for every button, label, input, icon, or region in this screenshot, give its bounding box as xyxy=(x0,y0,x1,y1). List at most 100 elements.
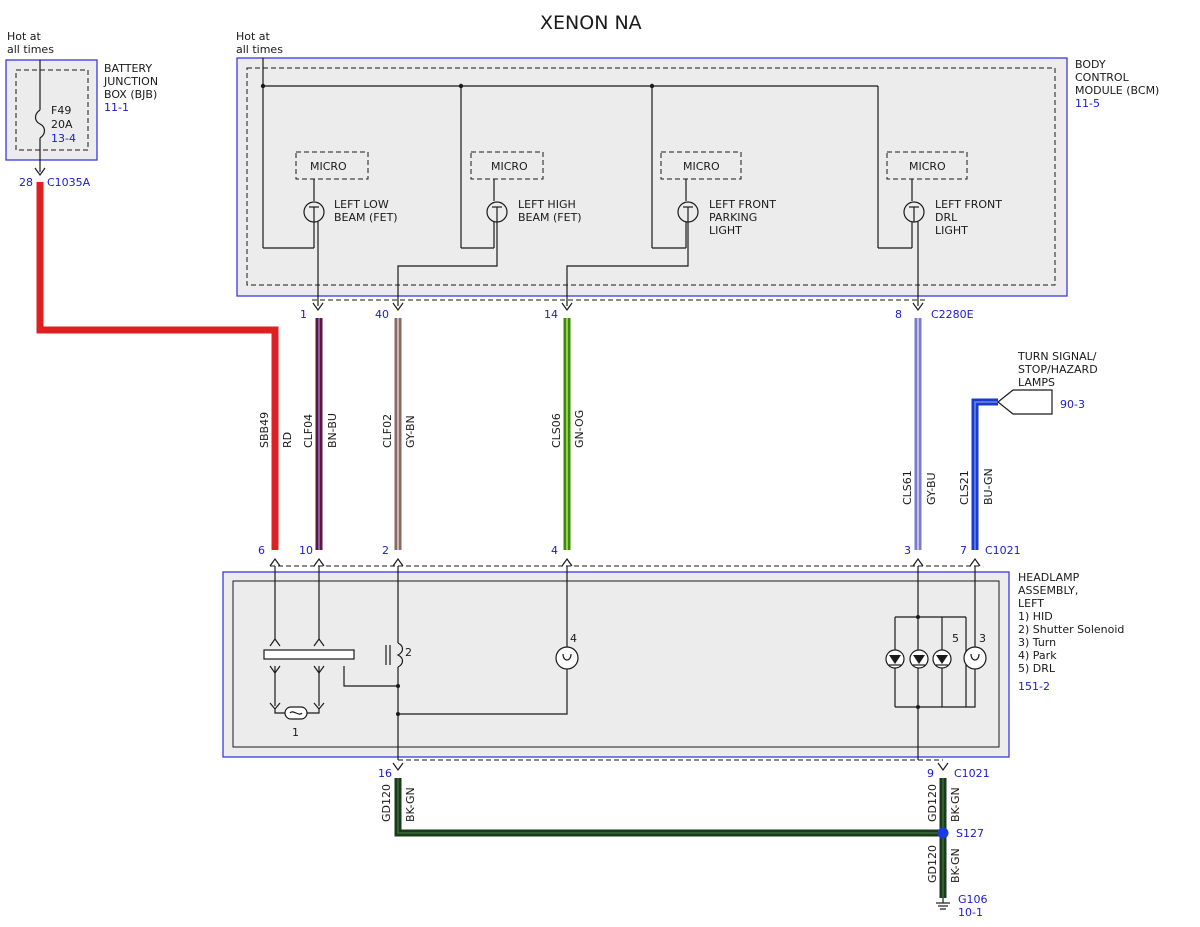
wire-sbb49-circuit: SBB49 xyxy=(258,412,271,448)
output-label-1a: LEFT LOW xyxy=(334,198,389,211)
led-icon xyxy=(885,649,905,669)
turn-number: 3 xyxy=(979,632,986,645)
fuse-symbol xyxy=(34,109,46,139)
ground-wire-3-circuit: GD120 xyxy=(926,845,939,883)
fuse-ref: 13-4 xyxy=(51,132,76,145)
headlamp-inner xyxy=(232,580,1000,748)
micro-box-4 xyxy=(886,151,968,180)
turn-signal-connector: TURN SIGNAL/ STOP/HAZARD LAMPS 90-3 xyxy=(997,350,1098,415)
bjb-ref: 11-1 xyxy=(104,101,129,114)
hid-ballast: 1 xyxy=(263,566,355,739)
bjb-name-2: JUNCTION xyxy=(103,75,158,88)
turn-lamp-icon xyxy=(963,646,987,670)
bcm-hot-line-2: all times xyxy=(236,43,283,56)
ground-wire-2-circuit: GD120 xyxy=(926,784,939,822)
hid-number: 1 xyxy=(292,726,299,739)
legend-item-5: 5) DRL xyxy=(1018,662,1056,675)
headlamp-assembly: 1 2 4 xyxy=(222,566,1124,760)
park-lamp-icon xyxy=(555,646,579,670)
diagram-title: XENON NA xyxy=(540,12,642,34)
ground-symbol-icon xyxy=(936,898,950,910)
park-lamp: 4 xyxy=(398,566,579,715)
wire-clf04-circuit: CLF04 xyxy=(302,414,315,448)
wire-cls21-color: BU-GN xyxy=(982,468,995,505)
ground-wire-3-color: BK-GN xyxy=(949,848,962,883)
bcm-name-3: MODULE (BCM) xyxy=(1075,84,1159,97)
hl-top-connector-id: C1021 xyxy=(985,544,1021,557)
wire-clf02-circuit: CLF02 xyxy=(381,414,394,448)
wire-cls21: CLS21 BU-GN xyxy=(958,398,998,550)
headlamp-ref: 151-2 xyxy=(1018,680,1050,693)
bcm-pin-40: 40 xyxy=(375,308,389,321)
bcm-ref: 11-5 xyxy=(1075,97,1100,110)
splice-id: S127 xyxy=(956,827,984,840)
ground-ref: 10-1 xyxy=(958,906,983,919)
hl-pin-4: 4 xyxy=(551,544,558,557)
wire-cls06: CLS06 GN-OG xyxy=(550,318,586,550)
legend-item-4: 4) Park xyxy=(1018,649,1057,662)
bjb-name-3: BOX (BJB) xyxy=(104,88,157,101)
splice-dot xyxy=(937,827,949,839)
headlamp-legend: HEADLAMP ASSEMBLY, LEFT 1) HID 2) Shutte… xyxy=(1018,571,1124,693)
battery-junction-box: Hot at all times F49 20A 13-4 BATTERY JU… xyxy=(5,30,158,189)
output-label-4c: LIGHT xyxy=(935,224,968,237)
wire-cls61-circuit: CLS61 xyxy=(901,470,914,505)
turn-signal-label-2: STOP/HAZARD xyxy=(1018,363,1098,376)
output-label-4b: DRL xyxy=(935,211,958,224)
bcm-pin-14: 14 xyxy=(544,308,558,321)
micro-box-1 xyxy=(295,151,369,180)
output-label-1b: BEAM (FET) xyxy=(334,211,398,224)
output-label-2a: LEFT HIGH xyxy=(518,198,576,211)
bcm-inner xyxy=(246,67,1056,286)
hl-pin-6: 6 xyxy=(258,544,265,557)
hl-bottom-connector-id: C1021 xyxy=(954,767,990,780)
headlamp-name-1: HEADLAMP xyxy=(1018,571,1080,584)
turn-signal-connector-icon xyxy=(997,389,1053,415)
headlamp-name-2: ASSEMBLY, xyxy=(1018,584,1078,597)
bjb-hot-line-1: Hot at xyxy=(7,30,42,43)
micro-box-3 xyxy=(660,151,742,180)
micro-label-4: MICRO xyxy=(909,160,946,173)
led-icon xyxy=(932,649,952,669)
output-label-3a: LEFT FRONT xyxy=(709,198,776,211)
bjb-pin: 28 xyxy=(19,176,33,189)
bjb-name-1: BATTERY xyxy=(104,62,152,75)
wire-cls06-circuit: CLS06 xyxy=(550,413,563,448)
bcm-output-left-front-parking: MICRO LEFT FRONT PARKING LIGHT xyxy=(566,86,776,306)
hl-pin-3: 3 xyxy=(904,544,911,557)
micro-label-2: MICRO xyxy=(491,160,528,173)
drl-number: 5 xyxy=(952,632,959,645)
ground-id: G106 xyxy=(958,893,988,906)
bjb-inner xyxy=(15,69,89,151)
ground-wire-2-color: BK-GN xyxy=(949,787,962,822)
turn-signal-ref: 90-3 xyxy=(1060,398,1085,411)
output-label-3b: PARKING xyxy=(709,211,757,224)
hid-bar xyxy=(263,649,355,660)
bcm-name-2: CONTROL xyxy=(1075,71,1130,84)
micro-label-3: MICRO xyxy=(683,160,720,173)
wire-sbb49: SBB49 RD xyxy=(36,182,294,550)
turn-signal-label-1: TURN SIGNAL/ xyxy=(1017,350,1097,363)
turn-signal-label-3: LAMPS xyxy=(1018,376,1055,389)
hl-bottom-pin-16: 16 xyxy=(378,767,392,780)
legend-item-1: 1) HID xyxy=(1018,610,1053,623)
wire-cls21-circuit: CLS21 xyxy=(958,470,971,505)
body-control-module: Hot at all times BODY CONTROL MODULE (BC… xyxy=(236,30,1159,306)
headlamp-name-3: LEFT xyxy=(1018,597,1044,610)
hl-bottom-pin-9: 9 xyxy=(927,767,934,780)
fuse-rating: 20A xyxy=(51,118,73,131)
micro-label-1: MICRO xyxy=(310,160,347,173)
bcm-hot-line-1: Hot at xyxy=(236,30,271,43)
wire-clf02-color: GY-BN xyxy=(404,415,417,448)
wire-clf04: CLF04 BN-BU xyxy=(302,318,339,550)
headlamp-top-pins: 6 10 2 4 3 7 C1021 xyxy=(258,544,1021,567)
park-number: 4 xyxy=(570,632,577,645)
bjb-connector-chevron xyxy=(34,167,46,177)
wire-cls61-color: GY-BU xyxy=(925,472,938,505)
ground-wire-1-color: BK-GN xyxy=(404,787,417,822)
bcm-name-1: BODY xyxy=(1075,58,1106,71)
hl-pin-7: 7 xyxy=(960,544,967,557)
bcm-connector-id: C2280E xyxy=(931,308,974,321)
wire-cls61: CLS61 GY-BU xyxy=(901,318,938,550)
